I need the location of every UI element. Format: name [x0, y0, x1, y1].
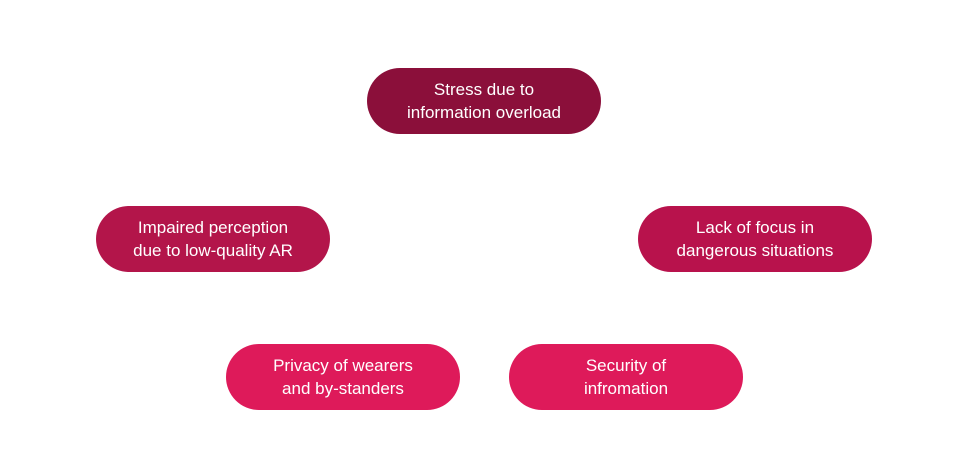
node-stress-information-overload: Stress due to information overload	[367, 68, 601, 134]
node-label: Security of infromation	[583, 356, 669, 398]
node-impaired-perception: Impaired perception due to low-quality A…	[96, 206, 330, 272]
node-label: Stress due to information overload	[406, 80, 562, 122]
node-label: Privacy of wearers and by-standers	[273, 356, 413, 398]
node-label: Impaired perception due to low-quality A…	[133, 218, 293, 260]
node-lack-of-focus: Lack of focus in dangerous situations	[638, 206, 872, 272]
node-security-of-information: Security of infromation	[509, 344, 743, 410]
node-label: Lack of focus in dangerous situations	[676, 218, 834, 260]
node-privacy-of-wearers: Privacy of wearers and by-standers	[226, 344, 460, 410]
